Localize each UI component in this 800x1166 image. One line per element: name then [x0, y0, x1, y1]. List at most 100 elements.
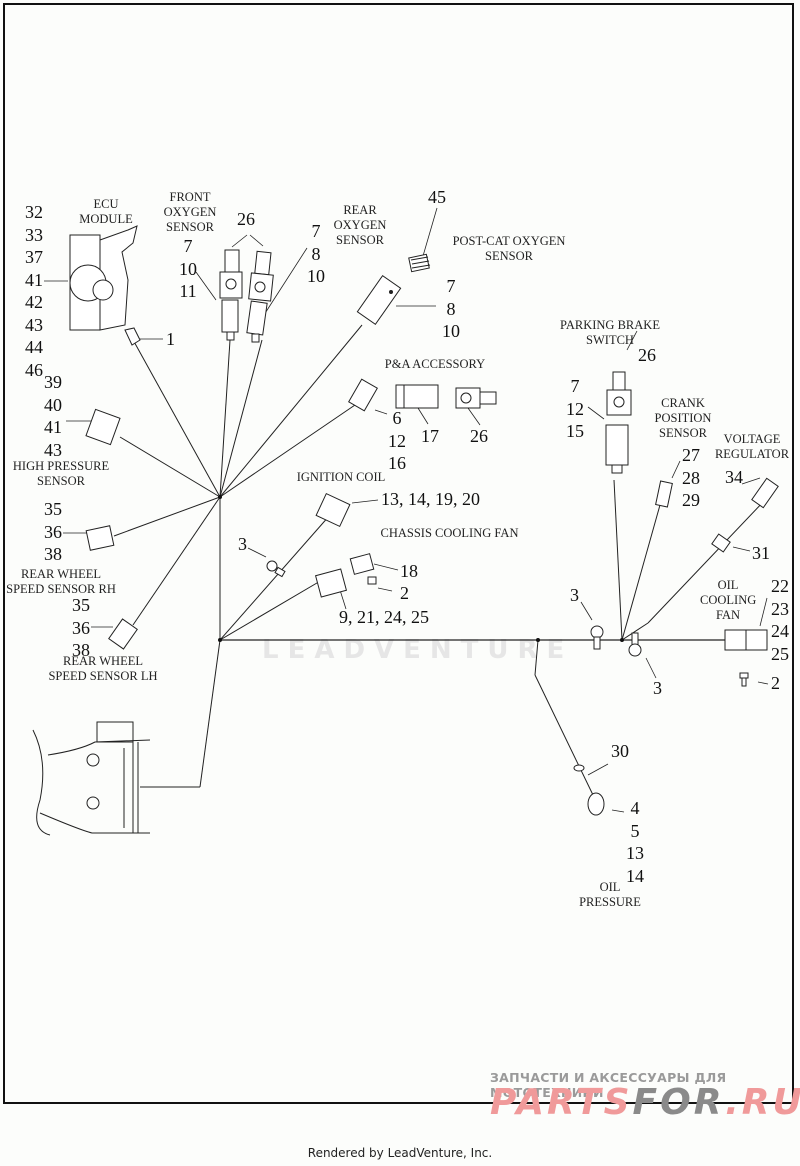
callout: 35: [72, 595, 90, 615]
callout: 13: [626, 843, 644, 863]
callout: 7: [183, 236, 193, 256]
label-line: FAN: [715, 608, 741, 622]
rear-wheel-sensor-lh-connector[interactable]: [108, 618, 138, 650]
ecu-callouts: 32 33 37 41 42 43 44 46: [22, 201, 46, 381]
post-cat-plug-icon[interactable]: [408, 253, 431, 273]
label-line: FRONT: [169, 190, 211, 204]
rear-oxygen-sensor-label: REAR OXYGEN SENSOR: [330, 203, 390, 248]
high-pressure-callouts: 39 40 41 43: [40, 371, 66, 461]
post-cat-callout: 45: [428, 187, 446, 207]
callout: 7: [311, 221, 321, 241]
oil-cooling-fan-label: OIL COOLING FAN: [700, 578, 756, 623]
chassis-fan-parts[interactable]: [314, 553, 377, 598]
label-line: OXYGEN: [163, 205, 217, 219]
rear-oxygen-sensor-connector[interactable]: [356, 274, 402, 326]
label-line: OIL: [717, 578, 739, 592]
main-trunk: [140, 479, 766, 796]
ecu-module-icon[interactable]: [69, 225, 141, 346]
label-line: SENSOR: [485, 249, 533, 263]
callout: 38: [44, 544, 62, 564]
ignition-coil-connector[interactable]: [315, 492, 351, 528]
leader-lines: [44, 207, 769, 813]
voltage-regulator-callout: 34: [725, 467, 743, 487]
callout: 22: [771, 576, 789, 596]
shop-tagline: ЗАПЧАСТИ И АКСЕССУАРЫ ДЛЯ МОТОТЕХНИКИ: [490, 1070, 727, 1100]
voltage-regulator-label: VOLTAGE REGULATOR: [714, 432, 790, 462]
post-cat-oxygen-sensor-label: POST-CAT OXYGEN SENSOR: [444, 234, 574, 264]
label-line: OXYGEN: [333, 218, 387, 232]
callout: 12: [566, 398, 584, 419]
pa-accessory-part-a-callout: 17: [421, 426, 439, 446]
pa-accessory-parts[interactable]: [348, 378, 497, 412]
callout: 33: [25, 224, 43, 245]
wire-parking-brake: [613, 479, 623, 641]
chassis-fan-screw-callout: 2: [400, 583, 409, 603]
ecu-module-label: ECU MODULE: [66, 197, 146, 227]
label-line: HIGH PRESSURE: [12, 459, 110, 473]
crank-position-sensor-label: CRANK POSITION SENSOR: [650, 396, 716, 441]
label-line: POSITION: [654, 411, 712, 425]
callout: 36: [72, 617, 90, 638]
pa-accessory-connector-callouts: 6 12 16: [384, 407, 410, 475]
frame-bracket: [32, 721, 151, 836]
callout: 44: [25, 337, 43, 357]
shop-logo-part-a: PARTS: [490, 1082, 633, 1123]
parking-brake-switch-connector[interactable]: [605, 371, 632, 474]
label-line: MODULE: [79, 212, 133, 226]
callout: 28: [682, 467, 700, 488]
ignition-coil-label: IGNITION COIL: [296, 470, 386, 484]
callout: 14: [626, 865, 644, 886]
chassis-cooling-fan-label: CHASSIS COOLING FAN: [380, 526, 519, 540]
pa-accessory-part-b-callout: 26: [470, 426, 488, 446]
callout: 6: [392, 408, 402, 428]
rear-wheel-speed-sensor-rh-label: REAR WHEEL SPEED SENSOR RH: [2, 567, 120, 597]
front-o2-left-callouts: 7 10 11: [173, 235, 203, 303]
callout: 5: [630, 820, 640, 841]
label-line: SENSOR: [336, 233, 384, 247]
label-line: POST-CAT OXYGEN: [452, 234, 566, 248]
oil-pressure-label: OIL PRESSURE: [572, 880, 648, 910]
parking-brake-callouts: 7 12 15: [562, 375, 588, 443]
trunk-clip-callout-b: 3: [653, 678, 662, 698]
callout: 43: [44, 439, 62, 460]
callout: 11: [179, 281, 197, 301]
oil-pressure-sender[interactable]: [573, 764, 605, 816]
wire-oil-pressure: [534, 639, 539, 676]
label-line: SPEED SENSOR RH: [6, 582, 116, 596]
label-line: SENSOR: [37, 474, 85, 488]
wire-front-o2-b: [219, 339, 263, 498]
label-line: SENSOR: [166, 220, 214, 234]
callout: 32: [25, 202, 43, 222]
callout: 46: [25, 359, 43, 380]
oil-cooling-fan-connector[interactable]: [724, 629, 768, 687]
callout: 7: [446, 276, 456, 296]
crank-position-sensor-connector[interactable]: [655, 480, 673, 508]
wire-crank: [621, 504, 661, 641]
label-line: PRESSURE: [579, 895, 641, 909]
clip-icon[interactable]: [266, 560, 286, 578]
label-line: SENSOR: [659, 426, 707, 440]
pa-accessory-label: P&A ACCESSORY: [384, 357, 486, 371]
callout: 25: [771, 643, 789, 664]
callout: 8: [311, 243, 321, 264]
high-pressure-sensor-label: HIGH PRESSURE SENSOR: [6, 459, 116, 489]
label-line: COOLING: [700, 593, 757, 607]
label-line: REAR: [343, 203, 377, 217]
voltage-regulator-connector[interactable]: [711, 477, 779, 553]
high-pressure-sensor-connector[interactable]: [85, 408, 121, 446]
clip-left-callout: 3: [238, 534, 247, 554]
callout: 39: [44, 372, 62, 392]
wire-front-o2-a: [219, 339, 231, 498]
callout: 10: [307, 266, 325, 286]
label-line: REAR WHEEL: [63, 654, 143, 668]
wire-rear-wheel-rh: [113, 496, 221, 537]
front-oxygen-sensor-connectors[interactable]: [219, 249, 274, 343]
oil-pressure-grommet-callout: 30: [611, 741, 629, 761]
junction-dots: [218, 495, 624, 642]
callout: 43: [25, 314, 43, 335]
trunk-clips[interactable]: [590, 625, 642, 657]
callout: 29: [682, 490, 700, 510]
label-line: REGULATOR: [714, 447, 790, 461]
rear-wheel-sensor-rh-connector[interactable]: [85, 525, 115, 551]
